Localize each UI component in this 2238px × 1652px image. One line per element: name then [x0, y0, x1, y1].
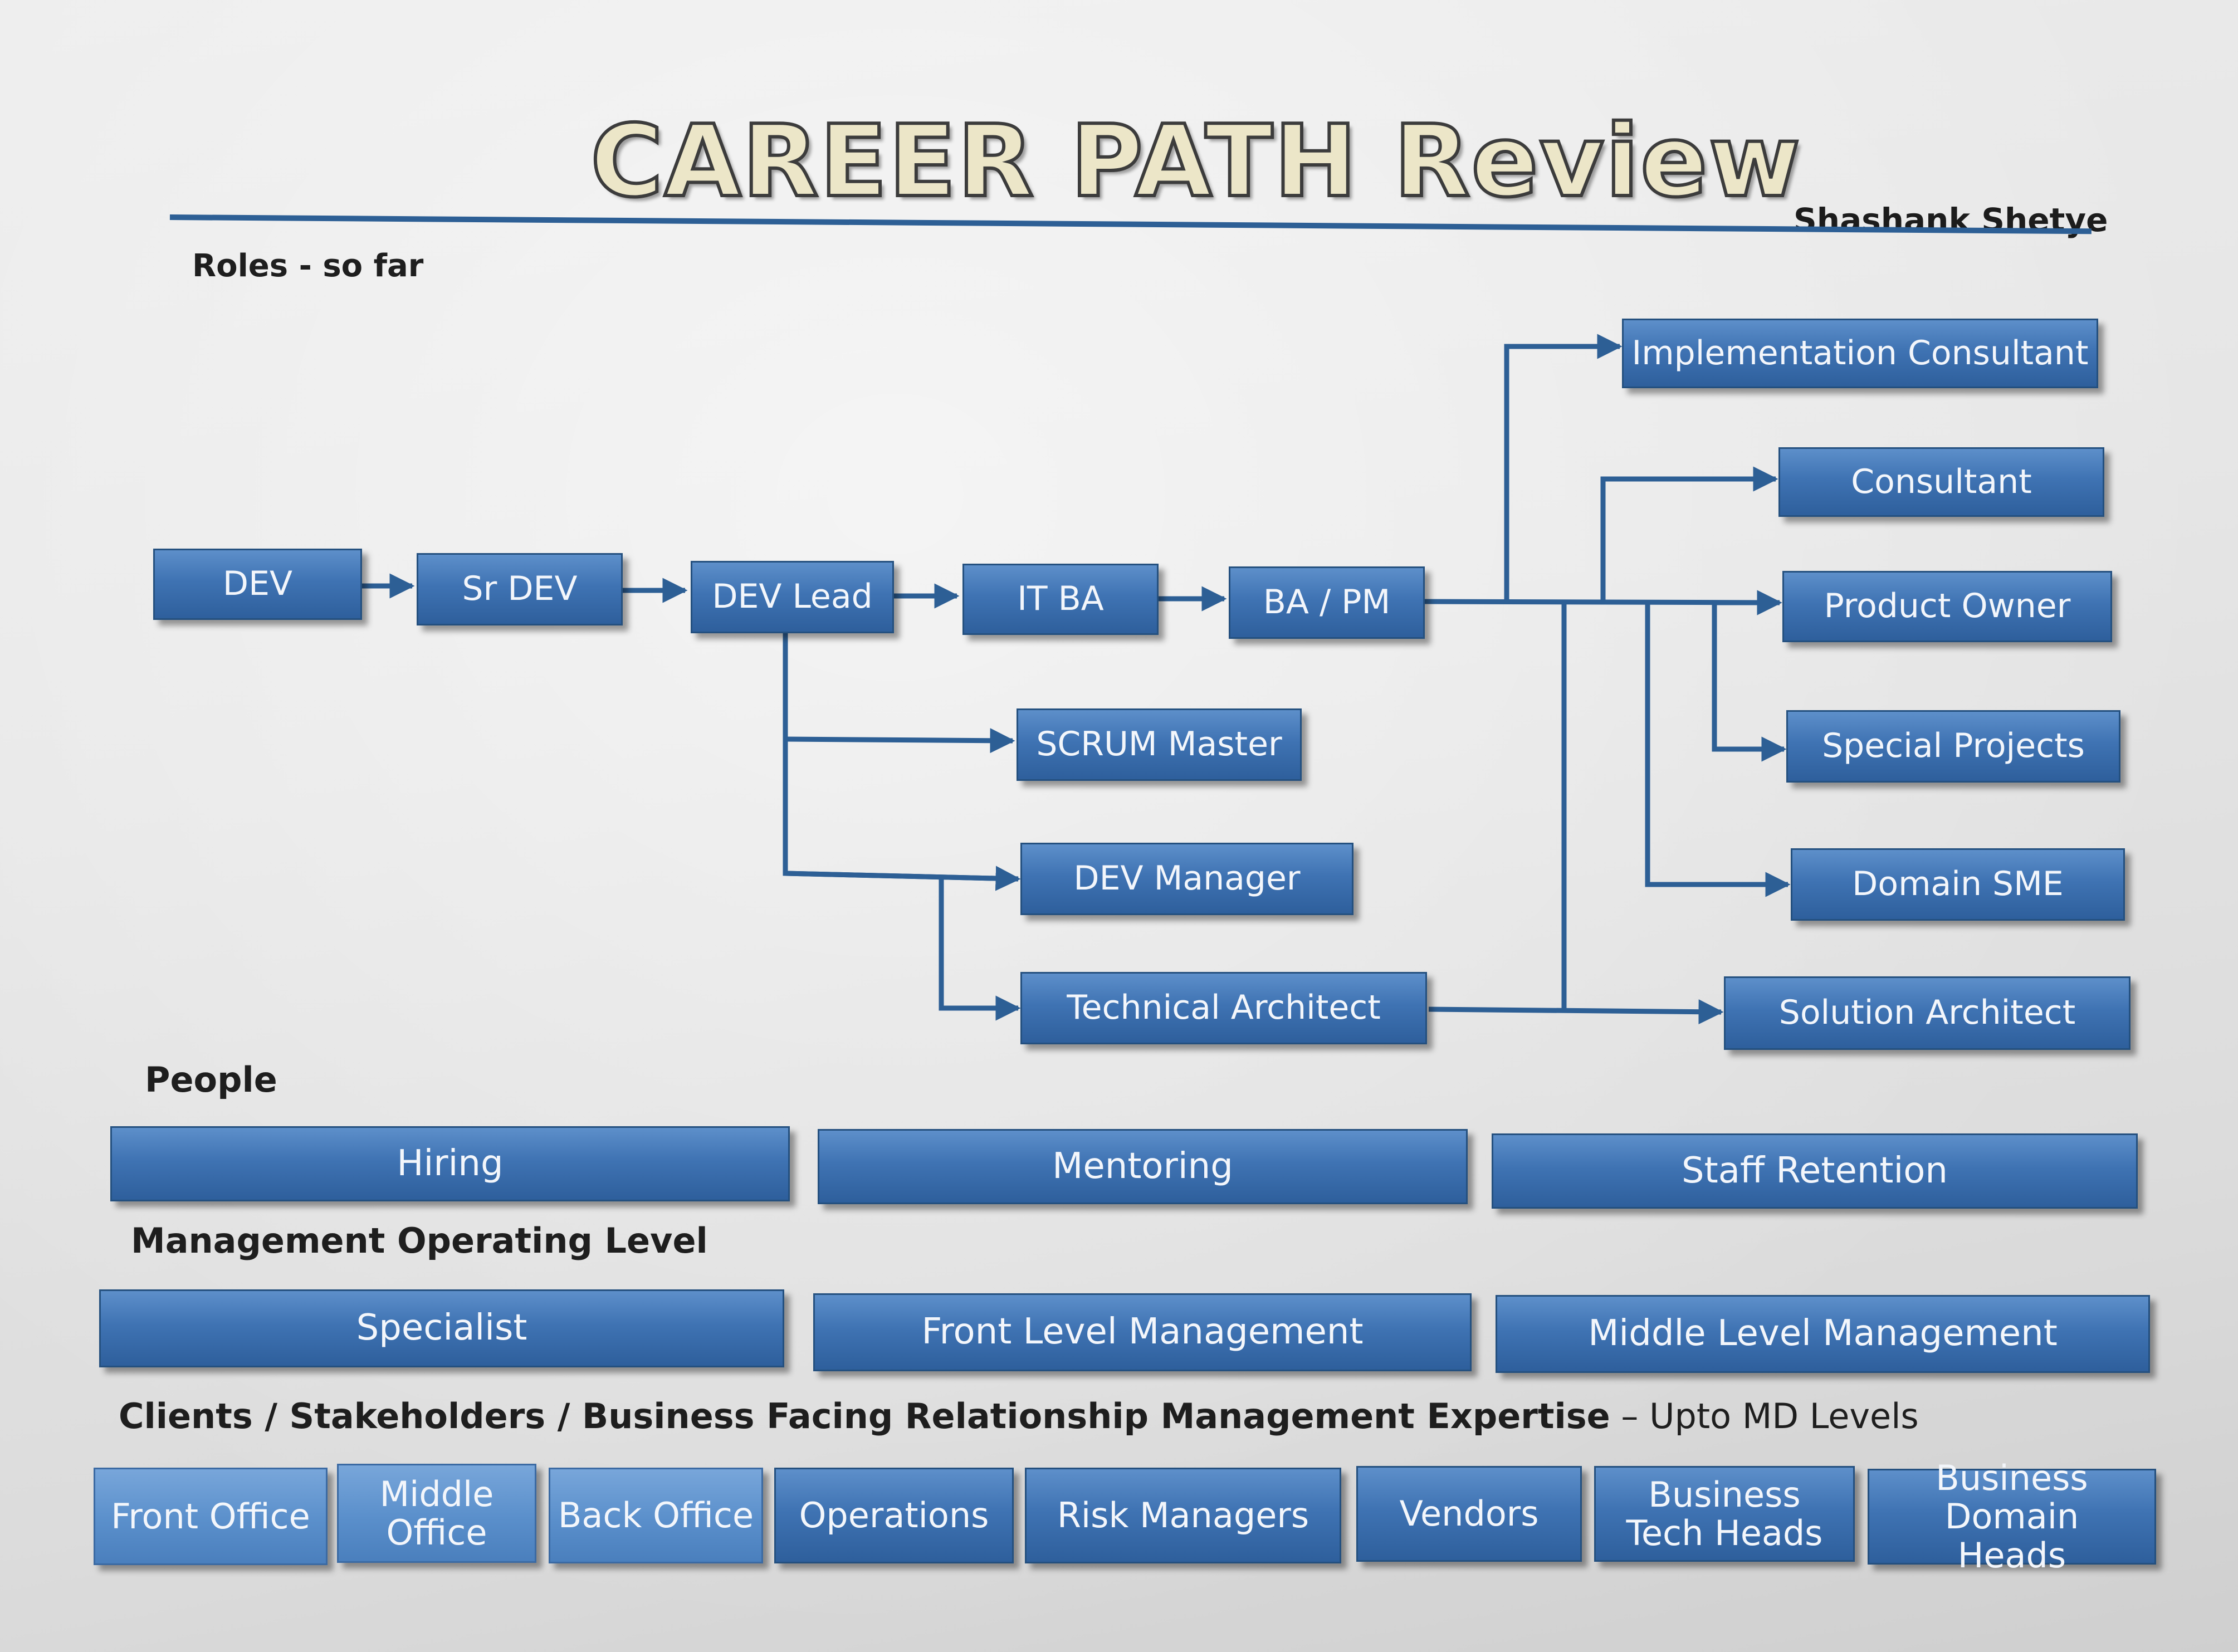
arrow-to-consultant: [1600, 466, 1778, 602]
client-vendors: Vendors: [1356, 1466, 1582, 1562]
arrow-to-domain-sme: [1645, 603, 1791, 897]
people-mentoring: Mentoring: [818, 1129, 1468, 1204]
clients-heading-suffix: – Upto MD Levels: [1610, 1396, 1919, 1436]
role-ba-pm: BA / PM: [1229, 566, 1425, 639]
client-business-tech-heads: Business Tech Heads: [1594, 1466, 1855, 1562]
people-staff-retention: Staff Retention: [1492, 1133, 2138, 1209]
management-specialist: Specialist: [99, 1289, 784, 1367]
client-front-office: Front Office: [94, 1468, 328, 1565]
role-scrum-master: SCRUM Master: [1017, 708, 1302, 781]
client-middle-office: Middle Office: [337, 1464, 536, 1563]
role-solution-architect: Solution Architect: [1724, 976, 2131, 1050]
role-dev-manager: DEV Manager: [1020, 843, 1353, 915]
role-dev: DEV: [153, 549, 362, 620]
management-front-level: Front Level Management: [813, 1293, 1472, 1371]
section-clients-heading: Clients / Stakeholders / Business Facing…: [119, 1399, 1919, 1434]
arrow-to-dev-manager: [785, 866, 1021, 891]
section-roles-heading: Roles - so far: [192, 248, 424, 284]
arrow-to-special-projects: [1712, 603, 1787, 762]
role-product-owner: Product Owner: [1782, 571, 2112, 642]
client-back-office: Back Office: [549, 1468, 763, 1563]
arrow-to-solution-architect: [1428, 999, 1724, 1025]
section-people-heading: People: [145, 1059, 277, 1100]
role-domain-sme: Domain SME: [1791, 848, 2125, 921]
arrow-to-technical-architect: [939, 877, 1021, 1021]
client-operations: Operations: [774, 1468, 1014, 1563]
client-risk-managers: Risk Managers: [1025, 1468, 1341, 1563]
role-technical-architect: Technical Architect: [1020, 972, 1427, 1044]
line-devlead-down: [783, 631, 1019, 882]
role-consultant: Consultant: [1778, 447, 2104, 517]
arrow-to-scrum-master: [785, 728, 1015, 754]
role-sr-dev: Sr DEV: [417, 553, 623, 625]
arrow-to-implementation-consultant: [1504, 334, 1623, 602]
clients-heading-bold: Clients / Stakeholders / Business Facing…: [119, 1396, 1610, 1436]
client-business-domain-heads: Business Domain Heads: [1868, 1459, 2156, 1575]
management-middle-level: Middle Level Management: [1496, 1295, 2150, 1373]
role-special-projects: Special Projects: [1786, 710, 2120, 783]
page-title: CAREER PATH Review: [589, 102, 1802, 221]
people-hiring: Hiring: [110, 1126, 790, 1201]
role-implementation-consultant: Implementation Consultant: [1622, 319, 2098, 388]
section-management-heading: Management Operating Level: [131, 1220, 708, 1261]
role-it-ba: IT BA: [962, 564, 1159, 635]
role-dev-lead: DEV Lead: [691, 561, 894, 633]
